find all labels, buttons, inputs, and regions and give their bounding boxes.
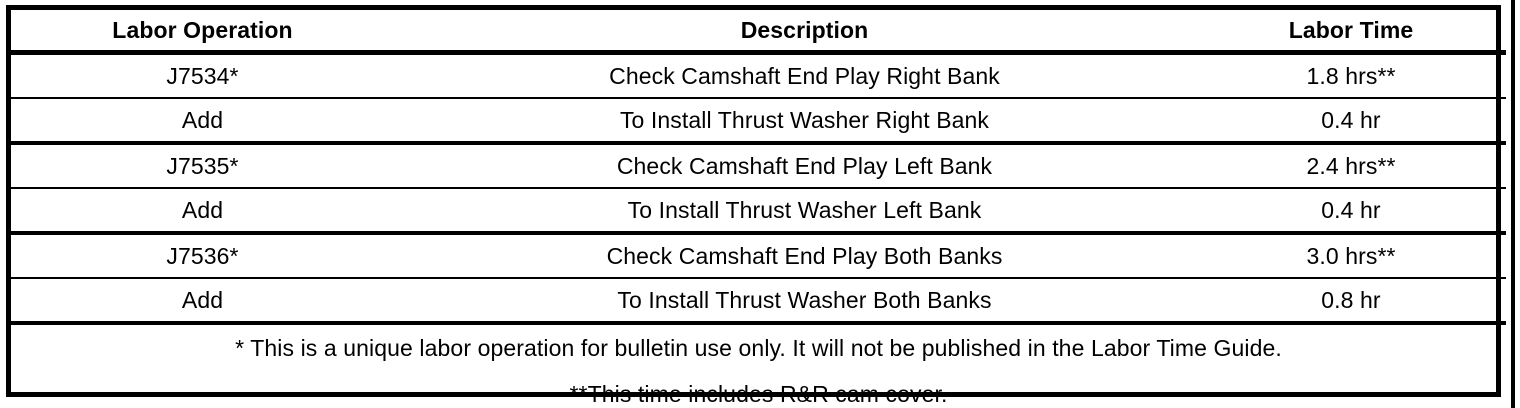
- cell-description: Check Camshaft End Play Both Banks: [394, 233, 1215, 279]
- cell-description: To Install Thrust Washer Left Bank: [394, 188, 1215, 235]
- table-row: J7536* Check Camshaft End Play Both Bank…: [11, 233, 1506, 279]
- column-header-blank: [1487, 10, 1506, 55]
- cell-description: To Install Thrust Washer Both Banks: [394, 278, 1215, 325]
- table-grid: Labor Operation Description Labor Time J…: [11, 10, 1506, 408]
- cell-labor-time: 0.8 hr: [1215, 278, 1487, 325]
- column-header-labor-time: Labor Time: [1215, 10, 1487, 55]
- cell-blank: [1487, 278, 1506, 325]
- table-footnote-row: * This is a unique labor operation for b…: [11, 323, 1506, 408]
- cell-labor-operation: J7535*: [11, 143, 394, 189]
- cell-labor-time: 0.4 hr: [1215, 98, 1487, 145]
- cell-blank: [1487, 98, 1506, 145]
- cell-blank: [1487, 52, 1506, 99]
- cell-description: To Install Thrust Washer Right Bank: [394, 98, 1215, 145]
- cell-blank: [1487, 188, 1506, 235]
- cell-blank: [1487, 233, 1506, 279]
- table-row: J7535* Check Camshaft End Play Left Bank…: [11, 143, 1506, 189]
- cell-description: Check Camshaft End Play Right Bank: [394, 52, 1215, 99]
- footnote-spacer: [11, 361, 1506, 382]
- page-edge-rule: [1511, 0, 1515, 408]
- footnote-double-asterisk: **This time includes R&R cam cover.: [569, 380, 948, 407]
- footnote-single-asterisk: * This is a unique labor operation for b…: [235, 335, 1282, 362]
- cell-labor-operation: J7534*: [11, 52, 394, 99]
- cell-labor-operation: J7536*: [11, 233, 394, 279]
- cell-description: Check Camshaft End Play Left Bank: [394, 143, 1215, 189]
- table-row: J7534* Check Camshaft End Play Right Ban…: [11, 52, 1506, 99]
- cell-labor-time: 2.4 hrs**: [1215, 143, 1487, 189]
- labor-operation-table: Labor Operation Description Labor Time J…: [6, 5, 1506, 406]
- column-header-labor-operation: Labor Operation: [11, 10, 394, 55]
- cell-labor-operation: Add: [11, 98, 394, 145]
- cell-labor-operation: Add: [11, 278, 394, 325]
- cell-blank: [1487, 143, 1506, 189]
- cell-labor-time: 3.0 hrs**: [1215, 233, 1487, 279]
- table-row: Add To Install Thrust Washer Right Bank …: [11, 98, 1506, 145]
- cell-labor-time: 1.8 hrs**: [1215, 52, 1487, 99]
- table-row: Add To Install Thrust Washer Left Bank 0…: [11, 188, 1506, 235]
- table-row: Add To Install Thrust Washer Both Banks …: [11, 278, 1506, 325]
- table-header-row: Labor Operation Description Labor Time: [11, 10, 1506, 55]
- cell-labor-operation: Add: [11, 188, 394, 235]
- column-header-description: Description: [394, 10, 1215, 55]
- cell-labor-time: 0.4 hr: [1215, 188, 1487, 235]
- footnotes-container: * This is a unique labor operation for b…: [11, 323, 1506, 408]
